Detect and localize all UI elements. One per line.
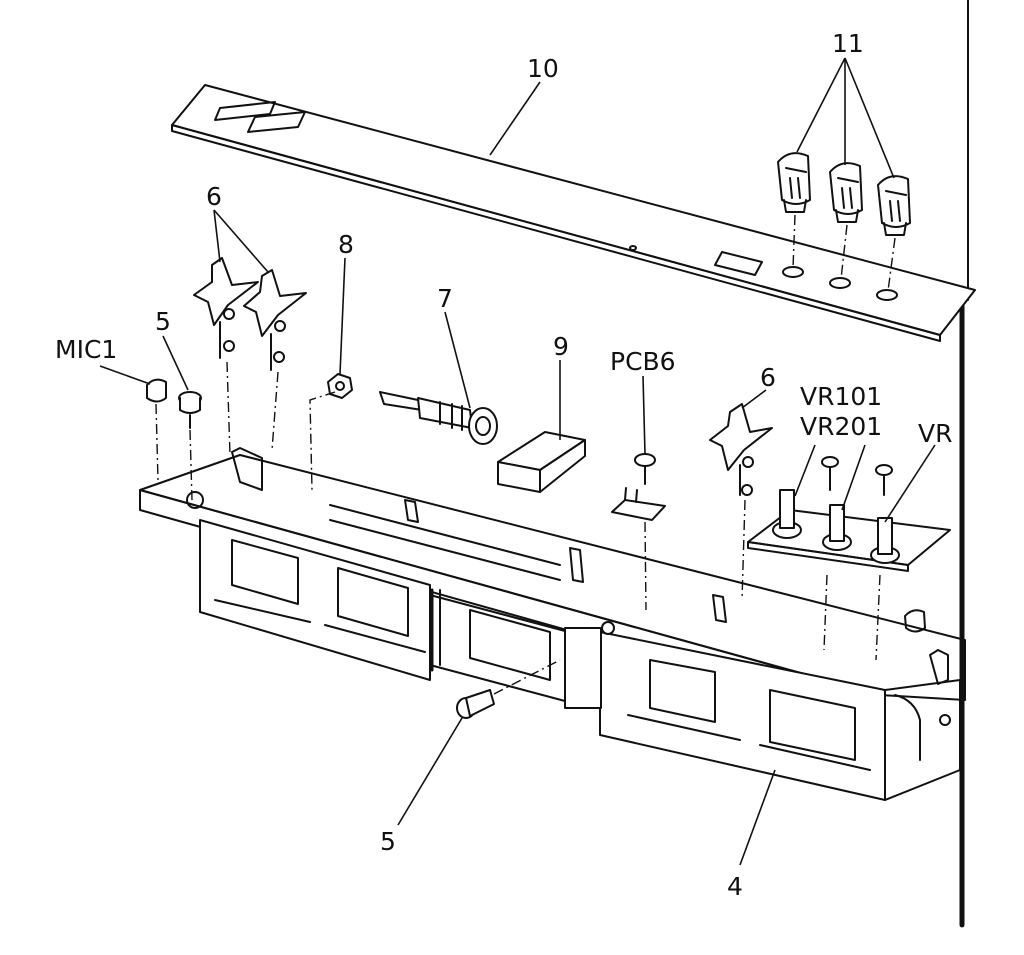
knob-2 bbox=[829, 162, 863, 223]
label-part-9: 9 bbox=[553, 332, 569, 361]
microphone-mic1 bbox=[146, 378, 167, 481]
main-chassis-frame bbox=[139, 447, 966, 801]
lever-right bbox=[709, 403, 773, 601]
top-panel-plate bbox=[171, 84, 976, 342]
label-part-4: 4 bbox=[727, 872, 743, 901]
block-part bbox=[497, 431, 586, 493]
callout-labels: 11 10 6 8 7 5 MIC1 9 PCB6 6 VR101 VR201 … bbox=[55, 29, 952, 901]
screw-bottom bbox=[456, 659, 561, 719]
knob-3 bbox=[877, 175, 911, 236]
label-part-10: 10 bbox=[527, 54, 559, 83]
label-pcb6: PCB6 bbox=[610, 347, 676, 376]
label-part-11: 11 bbox=[832, 29, 864, 58]
label-part-7: 7 bbox=[437, 284, 453, 313]
knob-1 bbox=[777, 152, 811, 213]
label-vr101: VR101 bbox=[800, 382, 882, 411]
knobs bbox=[777, 152, 911, 292]
screw-left bbox=[178, 391, 202, 501]
label-vr: VR bbox=[918, 419, 952, 448]
vr-board bbox=[747, 456, 951, 661]
label-part-8: 8 bbox=[338, 230, 354, 259]
label-part-5-bottom: 5 bbox=[380, 827, 396, 856]
lever-pair bbox=[193, 257, 307, 456]
cabinet-edge bbox=[959, 0, 969, 928]
label-part-5-left: 5 bbox=[155, 307, 171, 336]
label-mic1: MIC1 bbox=[55, 335, 117, 364]
jack-shaft bbox=[379, 391, 498, 445]
hex-nut bbox=[309, 373, 353, 491]
label-part-6-right: 6 bbox=[760, 363, 776, 392]
leader-lines bbox=[99, 57, 936, 866]
label-part-6-left: 6 bbox=[206, 182, 222, 211]
pcb6-board bbox=[611, 453, 666, 611]
label-vr201: VR201 bbox=[800, 412, 882, 441]
